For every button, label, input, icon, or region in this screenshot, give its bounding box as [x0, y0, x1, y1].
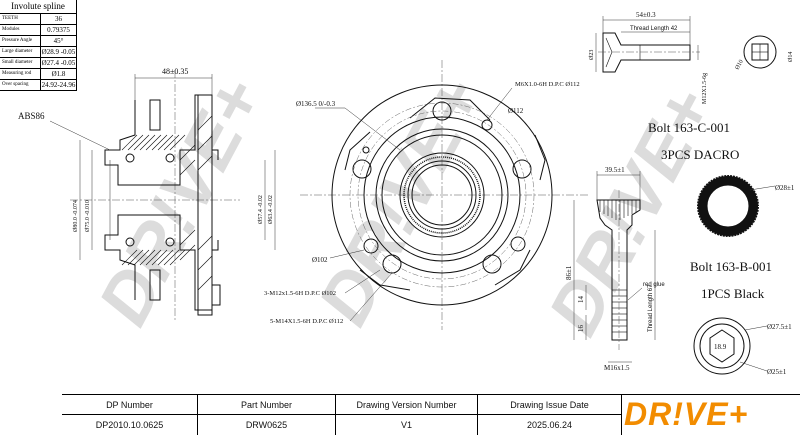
dp-number-value: DP2010.10.0625 — [95, 420, 164, 430]
title-block: DP Number DP2010.10.0625 Part Number DRW… — [62, 394, 800, 435]
drive-logo: DR!VE+ — [624, 396, 749, 432]
spline-value: 24.92-24.96 — [41, 81, 76, 89]
dp-number-header: DP Number — [106, 400, 153, 410]
bolt-b-length: 86±1 — [565, 265, 573, 280]
side-section-view: 48±0.35 Ø80.0 -0.074 Ø75.0 -0.010 ABS86 … — [18, 67, 276, 320]
bolt-b-label-1: Bolt 163-B-001 — [690, 259, 772, 274]
bolt-c-dia: Ø23 — [589, 50, 595, 60]
issue-date-header: Drawing Issue Date — [510, 400, 589, 410]
side-dia-inner: Ø75.0 -0.010 — [85, 200, 91, 232]
spline-key: Small diameter — [0, 58, 41, 68]
bolt-b-dim-16: 16 — [577, 325, 585, 333]
part-number-header: Part Number — [240, 400, 293, 410]
side-width-dim: 48±0.35 — [162, 67, 188, 76]
pcd-102-label: Ø102 — [312, 256, 328, 264]
bolt-b-dim-14: 14 — [577, 296, 585, 304]
bolt-b-dia-inner: Ø25±1 — [767, 368, 787, 376]
abs-label: ABS86 — [18, 111, 45, 121]
bolt-b-thread: M16x1.5 — [604, 364, 630, 372]
involute-spline-table: Involute spline TEETH 36 Modules 0.79375 P… — [0, 0, 77, 91]
side-bore-2: Ø63.4 -0.02 — [268, 195, 274, 224]
bolt-c-label-1: Bolt 163-C-001 — [648, 120, 730, 135]
bolt-c-hex: Ø10 — [735, 59, 745, 71]
bolt-b-head-width: 39.5±1 — [605, 166, 625, 174]
bolt-c-thread: M12X1.5-6g — [702, 73, 708, 104]
spline-row: Measuring rod Ø1.8 — [0, 69, 76, 80]
bolt-c-length: 54±0.3 — [636, 11, 656, 19]
bolt-b-star-size: 18.9 — [714, 343, 727, 351]
side-bore-1: Ø57.4 -0.02 — [258, 195, 264, 224]
pcd-112-label: Ø112 — [508, 107, 524, 115]
drawing-version-header: Drawing Version Number — [356, 400, 457, 410]
spline-key: Pressure Angle — [0, 36, 41, 46]
dp-number-cell: DP Number DP2010.10.0625 — [62, 395, 198, 435]
bolt-b-label-2: 1PCS Black — [701, 286, 765, 301]
hub-dia-label: Ø136.5 0/-0.3 — [296, 100, 336, 108]
spline-key: Measuring rod — [0, 69, 41, 79]
spline-key: TEETH — [0, 14, 41, 24]
spline-table-title: Involute spline — [0, 0, 76, 14]
drawing-version-cell: Drawing Version Number V1 — [336, 395, 478, 435]
spline-row: Modules 0.79375 — [0, 25, 76, 36]
bolt-b-knurl-dia: Ø28±1 — [775, 184, 795, 192]
side-dia-outer: Ø80.0 -0.074 — [73, 200, 79, 232]
bolt-b-dia-outer: Ø27.5±1 — [767, 323, 792, 331]
issue-date-value: 2025.06.24 — [526, 420, 573, 430]
drawing-version-value: V1 — [400, 420, 412, 430]
m14-label: 5-M14X1.5-6H D.P.C Ø112 — [270, 318, 343, 325]
bolt-b-drawing: 39.5±1 86±1 14 16 Thread Length 67 red g… — [565, 166, 795, 376]
bolt-b-red-glue: red glue — [643, 282, 665, 288]
spline-row: Pressure Angle 45° — [0, 36, 76, 47]
watermark-1: DR!VE+ — [83, 65, 279, 337]
spline-value: Ø27.4 -0.05 — [41, 59, 76, 67]
bolt-c-thread-length: Thread Length 42 — [630, 26, 678, 32]
bolt-c-label-2: 3PCS DACRO — [661, 147, 739, 162]
spline-row: TEETH 36 — [0, 14, 76, 25]
part-number-value: DRW0625 — [245, 420, 288, 430]
spline-value: 0.79375 — [47, 26, 70, 34]
spline-value: Ø1.8 — [51, 70, 66, 78]
spline-key: Large diameter — [0, 47, 41, 57]
part-number-cell: Part Number DRW0625 — [198, 395, 336, 435]
m12-label: 3-M12x1.5-6H D.P.C Ø102 — [264, 290, 336, 297]
spline-value: 36 — [55, 15, 62, 23]
spline-key: Modules — [0, 25, 41, 35]
bolt-c-drawing: 54±0.3 Thread Length 42 Ø23 M12X1.5-6g Ø… — [589, 11, 794, 162]
front-view: Ø136.5 0/-0.3 M6X1.0-6H D.P.C Ø112 Ø112 … — [264, 60, 590, 330]
spline-key: Over spacing — [0, 80, 41, 90]
spline-value: 45° — [53, 37, 64, 45]
bolt-b-thread-length: Thread Length 67 — [648, 284, 654, 332]
issue-date-cell: Drawing Issue Date 2025.06.24 — [478, 395, 622, 435]
bolt-c-hex2: Ø14 — [788, 52, 794, 62]
spline-value: Ø28.9 -0.05 — [41, 48, 76, 56]
m6-label: M6X1.0-6H D.P.C Ø112 — [515, 81, 580, 88]
